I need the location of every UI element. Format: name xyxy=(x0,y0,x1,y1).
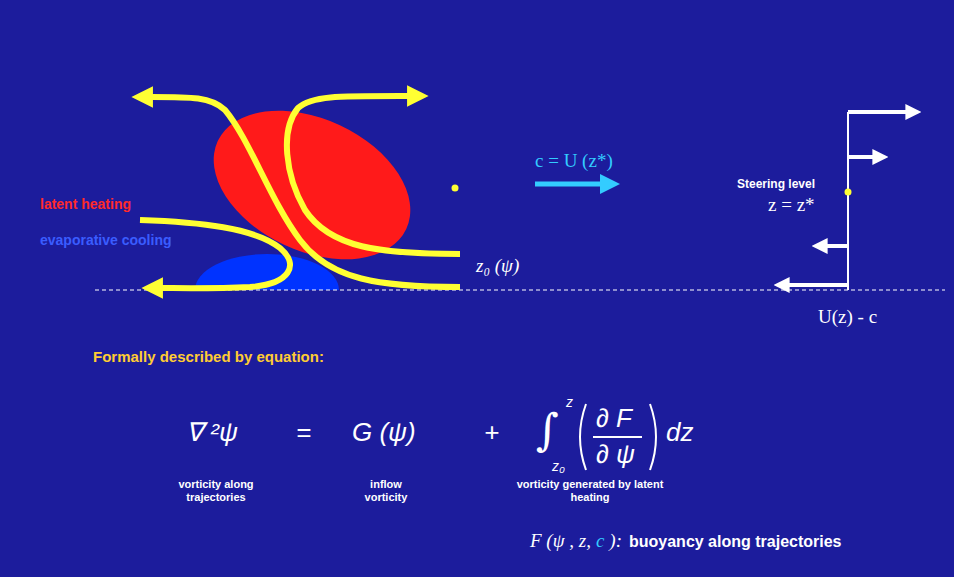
region-label: evaporative cooling xyxy=(40,232,171,248)
parenthesis xyxy=(580,404,586,470)
fraction-numerator: ∂ F xyxy=(596,404,632,434)
term-caption: vorticity along trajectories xyxy=(160,478,272,503)
equation-term: ∇ ²ψ xyxy=(186,418,238,448)
profile-label: U(z) - c xyxy=(818,306,877,328)
equation-sign: = xyxy=(296,418,311,448)
definition-line: F (ψ , z,c): buoyancy along trajectories xyxy=(530,530,842,552)
integral-limit: z xyxy=(566,394,573,410)
trajectory xyxy=(140,220,290,288)
wind-arrow xyxy=(818,244,848,248)
steering-dot xyxy=(845,189,852,196)
wind-arrow xyxy=(780,283,848,287)
wind-arrow xyxy=(848,155,882,159)
steering-formula: z = z* xyxy=(768,194,815,216)
equation-term: dz xyxy=(666,418,693,448)
heading-text: Formally described by equation: xyxy=(93,348,324,365)
definition-text: buoyancy along trajectories xyxy=(629,533,842,551)
wind-arrow xyxy=(848,110,915,114)
level-label: z₀ (ψ) xyxy=(476,255,519,277)
term-caption: vorticity generated by latent heating xyxy=(515,478,665,503)
region-label: latent heating xyxy=(40,196,131,212)
wind-profile-axis xyxy=(847,112,849,290)
trajectory xyxy=(287,96,460,254)
fraction-denominator: ∂ ψ xyxy=(596,440,635,470)
formula-text: c xyxy=(596,530,604,552)
equation-term: G (ψ) xyxy=(352,418,416,448)
integral-limit: z₀ xyxy=(552,458,565,474)
trajectory xyxy=(140,97,460,287)
fraction-bar xyxy=(593,436,642,438)
steering-dot xyxy=(452,185,459,192)
integral-sign: ∫ xyxy=(536,408,559,452)
formula-text: ): xyxy=(609,530,622,552)
steering-label: Steering level xyxy=(737,178,815,192)
speed-formula: c = U (z*) xyxy=(535,150,613,172)
equation-sign: + xyxy=(484,418,499,448)
parenthesis xyxy=(650,404,656,470)
formula-text: F (ψ , z, xyxy=(530,530,591,552)
propagation-arrow xyxy=(535,182,612,187)
term-caption: inflow vorticity xyxy=(354,478,418,503)
